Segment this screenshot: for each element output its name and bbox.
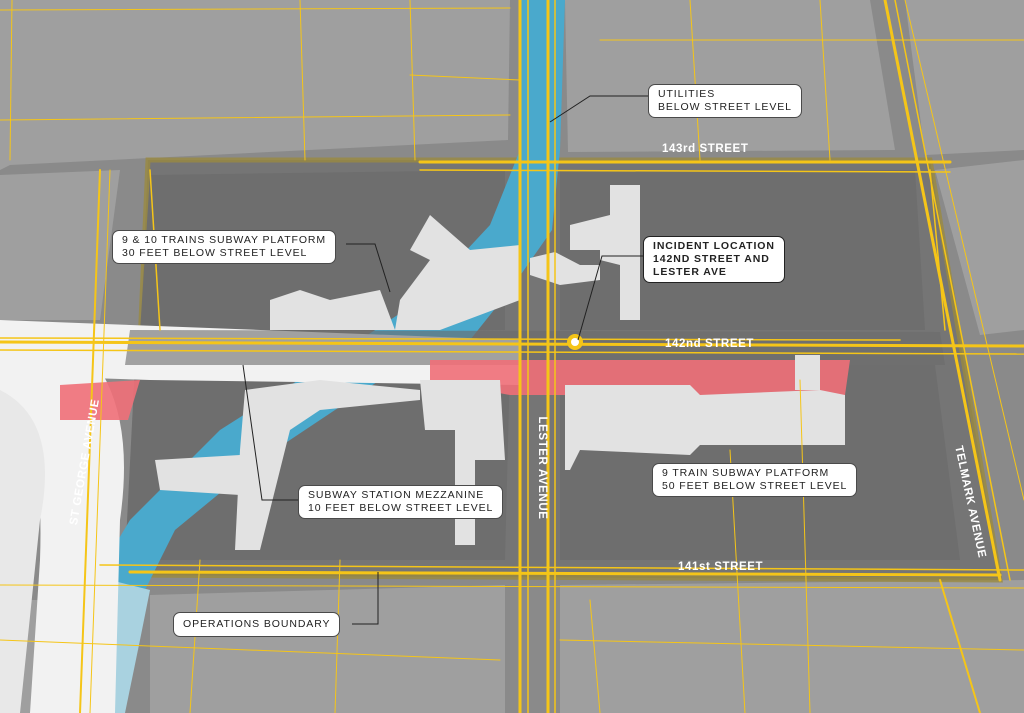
label-lester-avenue: LESTER AVENUE — [536, 416, 548, 520]
callout-platform-9-line2: 50 FEET BELOW STREET LEVEL — [662, 480, 848, 492]
label-142nd-street: 142nd STREET — [665, 338, 754, 350]
label-143rd-street: 143rd STREET — [662, 143, 749, 155]
callout-platform-9-line1: 9 TRAIN SUBWAY PLATFORM — [662, 467, 830, 479]
callout-utilities-line1: UTILITIES — [658, 88, 716, 100]
callout-platform-9-10-line1: 9 & 10 TRAINS SUBWAY PLATFORM — [122, 234, 327, 246]
callout-incident-line1: INCIDENT LOCATION — [653, 240, 775, 252]
callout-incident-line3: LESTER AVE — [653, 266, 727, 278]
callout-incident-line2: 142ND STREET AND — [653, 253, 770, 265]
callout-platform-9-10: 9 & 10 TRAINS SUBWAY PLATFORM 30 FEET BE… — [112, 230, 337, 264]
label-141st-street: 141st STREET — [678, 561, 764, 573]
callout-leaders — [242, 95, 652, 625]
callout-utilities-line2: BELOW STREET LEVEL — [658, 101, 792, 113]
subway-tunnel-9-train — [430, 360, 850, 395]
callout-utilities: UTILITIES BELOW STREET LEVEL — [648, 84, 802, 118]
underground-structures — [155, 185, 845, 550]
callout-mezzanine: SUBWAY STATION MEZZANINE 10 FEET BELOW S… — [298, 485, 504, 519]
callout-boundary-line1: OPERATIONS BOUNDARY — [183, 618, 331, 630]
roads — [0, 320, 945, 713]
callout-incident-location: INCIDENT LOCATION 142ND STREET AND LESTE… — [643, 236, 785, 283]
callout-mezzanine-line1: SUBWAY STATION MEZZANINE — [308, 489, 485, 501]
incident-marker-icon[interactable] — [567, 334, 583, 350]
callout-platform-9: 9 TRAIN SUBWAY PLATFORM 50 FEET BELOW ST… — [652, 463, 858, 497]
callout-operations-boundary: OPERATIONS BOUNDARY — [173, 612, 341, 637]
callout-platform-9-10-line2: 30 FEET BELOW STREET LEVEL — [122, 247, 308, 259]
subway-tunnel-west — [60, 380, 140, 420]
callout-mezzanine-line2: 10 FEET BELOW STREET LEVEL — [308, 502, 494, 514]
